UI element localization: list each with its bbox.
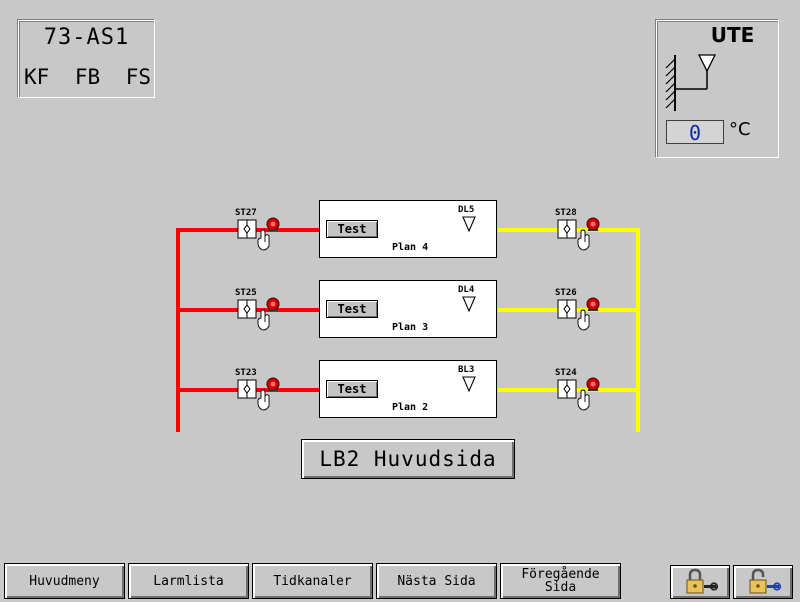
alarm-list-button[interactable]: Larmlista bbox=[128, 563, 249, 599]
detector-label: BL3 bbox=[458, 365, 475, 375]
code-kf: KF bbox=[24, 65, 50, 89]
detector-label: DL5 bbox=[458, 205, 475, 215]
fire-damper-exhaust[interactable]: ST26 bbox=[555, 288, 603, 332]
damper-symbol-icon bbox=[237, 377, 280, 411]
outdoor-title: UTE bbox=[710, 23, 755, 47]
damper-label: ST25 bbox=[235, 288, 257, 298]
fire-damper-supply[interactable]: ST27 bbox=[235, 208, 283, 252]
damper-symbol-icon bbox=[557, 297, 600, 331]
smoke-detector-icon bbox=[462, 296, 476, 313]
next-page-button[interactable]: Nästa Sida bbox=[376, 563, 497, 599]
damper-label: ST23 bbox=[235, 368, 257, 378]
test-button[interactable]: Test bbox=[326, 220, 378, 238]
floor-panel: Test DL5 Plan 4 bbox=[319, 200, 497, 258]
damper-symbol-icon bbox=[557, 217, 600, 251]
plan-label: Plan 4 bbox=[392, 242, 429, 253]
login-button[interactable] bbox=[670, 565, 730, 599]
damper-symbol-icon bbox=[557, 377, 600, 411]
wall-sensor-icon bbox=[665, 54, 717, 111]
outdoor-temperature-value: 0 bbox=[666, 120, 724, 145]
station-id-panel: 73-AS1 KF FB FS bbox=[18, 20, 155, 98]
unlock-icon bbox=[749, 568, 782, 594]
code-fs: FS bbox=[125, 65, 151, 89]
station-codes: KF FB FS bbox=[24, 65, 151, 89]
alarm-bell-icon bbox=[586, 377, 600, 391]
damper-label: ST24 bbox=[555, 368, 577, 378]
alarm-bell-icon bbox=[266, 297, 280, 311]
test-button[interactable]: Test bbox=[326, 380, 378, 398]
fire-damper-supply[interactable]: ST25 bbox=[235, 288, 283, 332]
alarm-bell-icon bbox=[266, 377, 280, 391]
manual-hand-icon bbox=[577, 229, 590, 251]
lb2-main-page-button[interactable]: LB2 Huvudsida bbox=[301, 439, 515, 479]
station-name: 73-AS1 bbox=[43, 25, 130, 50]
previous-page-button[interactable]: Föregående Sida bbox=[500, 563, 621, 599]
lock-icon bbox=[686, 568, 719, 594]
previous-page-label-2: Sida bbox=[544, 580, 577, 595]
outdoor-temperature-panel: UTE 0 °C bbox=[656, 20, 779, 158]
smoke-detector-icon bbox=[462, 216, 476, 233]
manual-hand-icon bbox=[257, 229, 270, 251]
damper-symbol-icon bbox=[237, 297, 280, 331]
main-menu-button[interactable]: Huvudmeny bbox=[4, 563, 125, 599]
bottom-navigation: Huvudmeny Larmlista Tidkanaler Nästa Sid… bbox=[0, 562, 800, 602]
damper-label: ST26 bbox=[555, 288, 577, 298]
manual-hand-icon bbox=[577, 389, 590, 411]
fire-damper-supply[interactable]: ST23 bbox=[235, 368, 283, 412]
alarm-bell-icon bbox=[586, 297, 600, 311]
temperature-unit: °C bbox=[729, 119, 751, 140]
code-fb: FB bbox=[74, 65, 101, 89]
alarm-bell-icon bbox=[586, 217, 600, 231]
plan-label: Plan 2 bbox=[392, 402, 429, 413]
smoke-detector-icon bbox=[462, 376, 476, 393]
fire-damper-exhaust[interactable]: ST28 bbox=[555, 208, 603, 252]
detector-label: DL4 bbox=[458, 285, 475, 295]
test-button[interactable]: Test bbox=[326, 300, 378, 318]
fire-damper-exhaust[interactable]: ST24 bbox=[555, 368, 603, 412]
floor-panel: Test BL3 Plan 2 bbox=[319, 360, 497, 418]
damper-symbol-icon bbox=[237, 217, 280, 251]
alarm-bell-icon bbox=[266, 217, 280, 231]
manual-hand-icon bbox=[577, 309, 590, 331]
damper-label: ST27 bbox=[235, 208, 257, 218]
time-channels-button[interactable]: Tidkanaler bbox=[252, 563, 373, 599]
plan-label: Plan 3 bbox=[392, 322, 429, 333]
manual-hand-icon bbox=[257, 309, 270, 331]
damper-label: ST28 bbox=[555, 208, 577, 218]
logout-button[interactable] bbox=[733, 565, 793, 599]
floor-panel: Test DL4 Plan 3 bbox=[319, 280, 497, 338]
manual-hand-icon bbox=[257, 389, 270, 411]
previous-page-label-1: Föregående bbox=[521, 567, 600, 582]
